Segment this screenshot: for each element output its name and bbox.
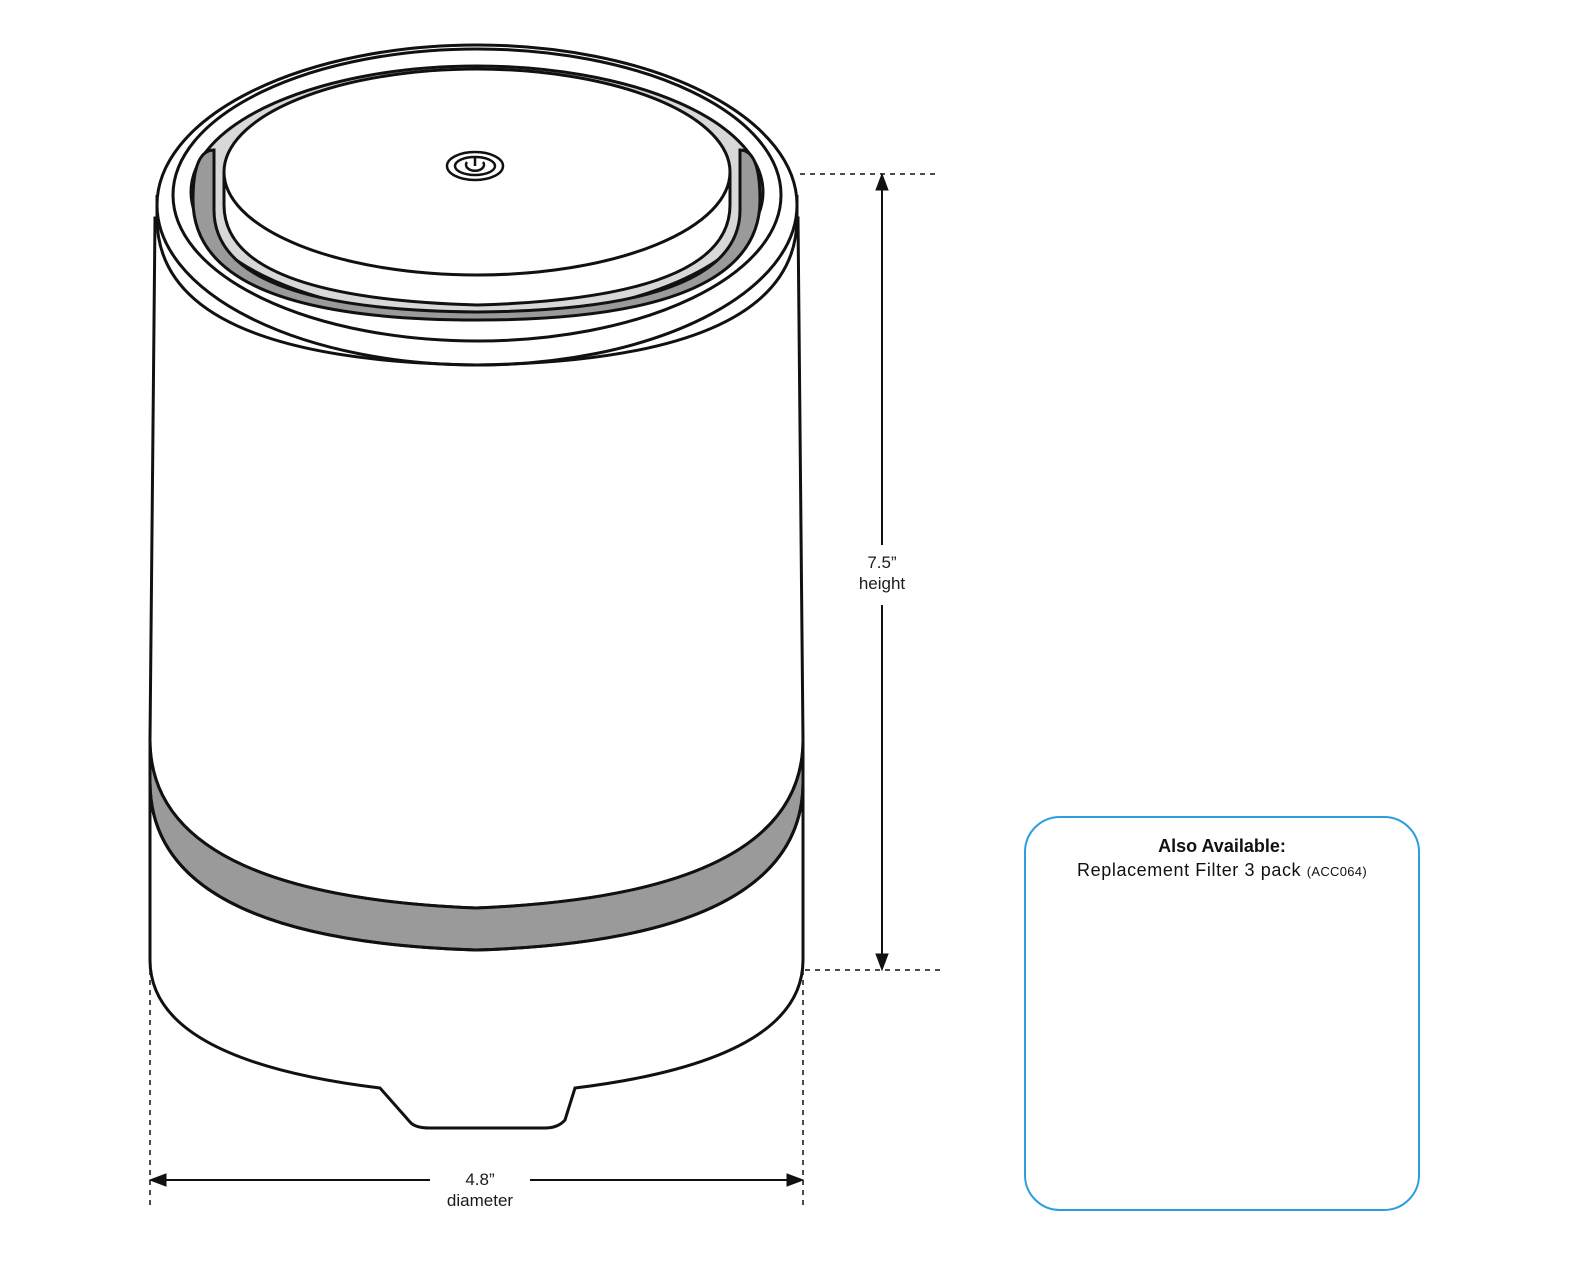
also-available-callout: Also Available: Replacement Filter 3 pac… (1024, 816, 1420, 1211)
power-icon[interactable] (445, 150, 505, 182)
diameter-value: 4.8” (465, 1170, 495, 1189)
diameter-label: 4.8” diameter (430, 1169, 530, 1211)
height-label: 7.5” height (846, 552, 918, 594)
callout-title: Also Available: (1158, 836, 1286, 856)
height-value: 7.5” (867, 553, 897, 572)
height-caption: height (858, 574, 906, 593)
callout-product-code: (ACC064) (1306, 864, 1367, 879)
purifier-body (148, 43, 805, 1130)
diameter-dimension (148, 970, 805, 1205)
callout-product-name: Replacement Filter 3 pack (1077, 860, 1302, 880)
diameter-caption: diameter (446, 1191, 514, 1210)
callout-product: Replacement Filter 3 pack (ACC064) (1026, 860, 1418, 881)
height-dimension (800, 172, 940, 972)
